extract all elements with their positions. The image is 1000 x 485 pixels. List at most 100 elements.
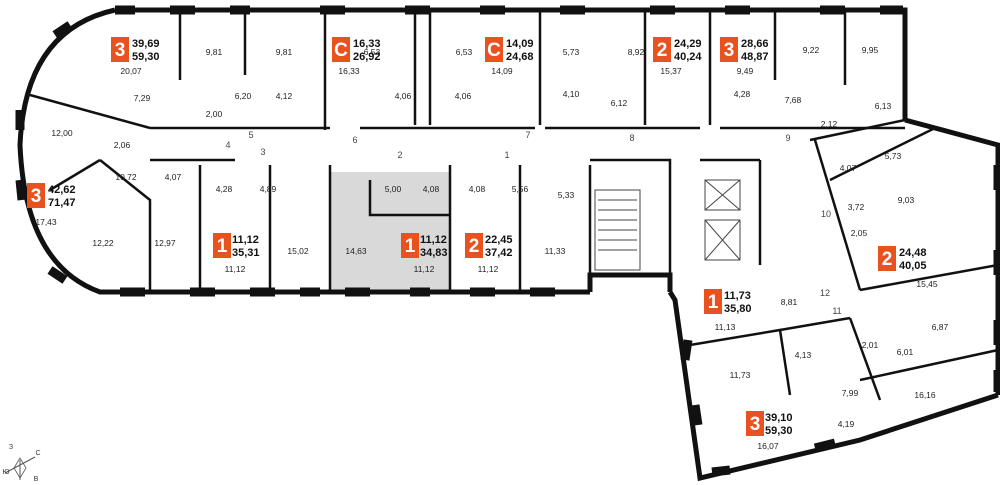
room-area: 6,20 <box>235 91 252 101</box>
room-area: 8,92 <box>628 47 645 57</box>
badge-living-area: 14,09 <box>506 38 534 50</box>
room-area: 12,97 <box>154 238 176 248</box>
badge-total-area: 59,30 <box>132 51 160 63</box>
apartment-badge[interactable]: 1 11,12 35,31 <box>213 233 260 259</box>
badge-rooms: 2 <box>657 40 668 61</box>
badge-total-area: 71,47 <box>48 197 76 209</box>
apartment-badge[interactable]: 2 24,48 40,05 <box>878 246 927 272</box>
door-number: 4 <box>225 140 230 150</box>
apartment-badge[interactable]: 1 11,12 34,83 <box>401 233 448 259</box>
room-area: 16,33 <box>338 66 360 76</box>
badge-rooms: 3 <box>724 40 735 61</box>
room-area: 12,00 <box>51 128 73 138</box>
room-area: 7,68 <box>785 95 802 105</box>
apartment-badge[interactable]: С 14,09 24,68 <box>485 37 534 63</box>
room-area: 12,22 <box>92 238 114 248</box>
badge-rooms: 2 <box>469 236 480 257</box>
badge-rooms: С <box>487 40 501 61</box>
room-area: 4,08 <box>423 184 440 194</box>
badge-living-area: 11,12 <box>232 234 259 246</box>
room-area: 14,63 <box>345 246 367 256</box>
room-area: 5,56 <box>512 184 529 194</box>
room-area: 4,19 <box>838 419 855 429</box>
badge-total-area: 35,80 <box>724 303 752 315</box>
badge-rooms: 3 <box>115 40 126 61</box>
door-number: 8 <box>629 133 634 143</box>
badge-total-area: 24,68 <box>506 51 534 63</box>
room-area: 4,06 <box>395 91 412 101</box>
door-number: 7 <box>525 130 530 140</box>
room-area: 16,07 <box>757 441 779 451</box>
apartment-badges: 3 39,69 59,30 С 16,33 26,92 С 14,09 24,6… <box>27 37 927 437</box>
room-area: 4,07 <box>840 163 857 173</box>
room-area: 6,53 <box>456 47 473 57</box>
room-area: 17,43 <box>35 217 57 227</box>
room-area: 5,33 <box>558 190 575 200</box>
room-area: 4,08 <box>469 184 486 194</box>
interior-walls <box>29 10 999 401</box>
room-area: 2,01 <box>862 340 879 350</box>
badge-living-area: 11,73 <box>724 290 751 302</box>
room-area: 6,01 <box>897 347 914 357</box>
door-number: 9 <box>785 133 790 143</box>
apartment-badge[interactable]: С 16,33 26,92 <box>332 37 381 63</box>
room-area: 2,06 <box>114 140 131 150</box>
badge-living-area: 39,69 <box>132 38 160 50</box>
room-area: 11,73 <box>730 370 751 380</box>
door-number: 5 <box>248 130 253 140</box>
room-area: 11,13 <box>715 322 736 332</box>
door-number-labels: 1 2 3 4 5 6 7 8 9 10 11 12 <box>225 130 841 316</box>
room-area: 6,87 <box>932 322 949 332</box>
selected-apartment-fill <box>330 172 450 290</box>
room-area: 11,12 <box>414 264 435 274</box>
room-area: 2,05 <box>851 228 868 238</box>
door-number: 10 <box>821 209 831 219</box>
room-area: 3,72 <box>848 202 865 212</box>
room-area: 15,37 <box>660 66 682 76</box>
door-number: 3 <box>260 147 265 157</box>
badge-rooms: С <box>334 40 348 61</box>
room-area: 5,00 <box>385 184 402 194</box>
room-area: 20,07 <box>120 66 142 76</box>
room-area: 9,49 <box>737 66 754 76</box>
room-area: 9,81 <box>276 47 293 57</box>
room-area: 4,89 <box>260 184 277 194</box>
room-area: 4,10 <box>563 89 580 99</box>
apartment-badge[interactable]: 3 39,10 59,30 <box>746 411 793 437</box>
apartment-badge[interactable]: 3 42,62 71,47 <box>27 183 76 209</box>
badge-rooms: 1 <box>405 236 416 257</box>
room-area: 7,99 <box>842 388 859 398</box>
apartment-badge[interactable]: 2 24,29 40,24 <box>653 37 702 63</box>
door-number: 11 <box>832 306 841 316</box>
badge-total-area: 34,83 <box>420 247 448 259</box>
door-number: 12 <box>820 288 830 298</box>
room-area: 4,12 <box>276 91 293 101</box>
door-number: 1 <box>504 150 509 160</box>
badge-living-area: 22,45 <box>485 234 513 246</box>
room-area: 11,12 <box>225 264 246 274</box>
apartment-badge[interactable]: 1 11,73 35,80 <box>704 289 752 315</box>
compass: З С Ю В <box>2 444 40 483</box>
badge-rooms: 1 <box>217 236 228 257</box>
apartment-badge[interactable]: 3 39,69 59,30 <box>111 37 160 63</box>
room-area: 11,12 <box>478 264 499 274</box>
apartment-badge[interactable]: 2 22,45 37,42 <box>465 233 513 259</box>
room-area: 2,12 <box>821 119 838 129</box>
badge-total-area: 59,30 <box>765 425 793 437</box>
room-area: 9,22 <box>803 45 820 55</box>
room-area: 2,00 <box>206 109 223 119</box>
badge-total-area: 40,24 <box>674 51 702 63</box>
badge-rooms: 3 <box>31 186 42 207</box>
room-area: 7,29 <box>134 93 151 103</box>
badge-living-area: 39,10 <box>765 412 793 424</box>
badge-total-area: 35,31 <box>232 247 260 259</box>
apartment-badge[interactable]: 3 28,66 48,87 <box>720 37 769 63</box>
badge-total-area: 26,92 <box>353 51 381 63</box>
badge-rooms: 3 <box>750 414 761 435</box>
room-area: 11,33 <box>545 246 566 256</box>
room-area: 6,12 <box>611 98 628 108</box>
room-area: 6,13 <box>875 101 892 111</box>
compass-south: Ю <box>2 469 9 476</box>
room-area: 15,45 <box>916 279 938 289</box>
